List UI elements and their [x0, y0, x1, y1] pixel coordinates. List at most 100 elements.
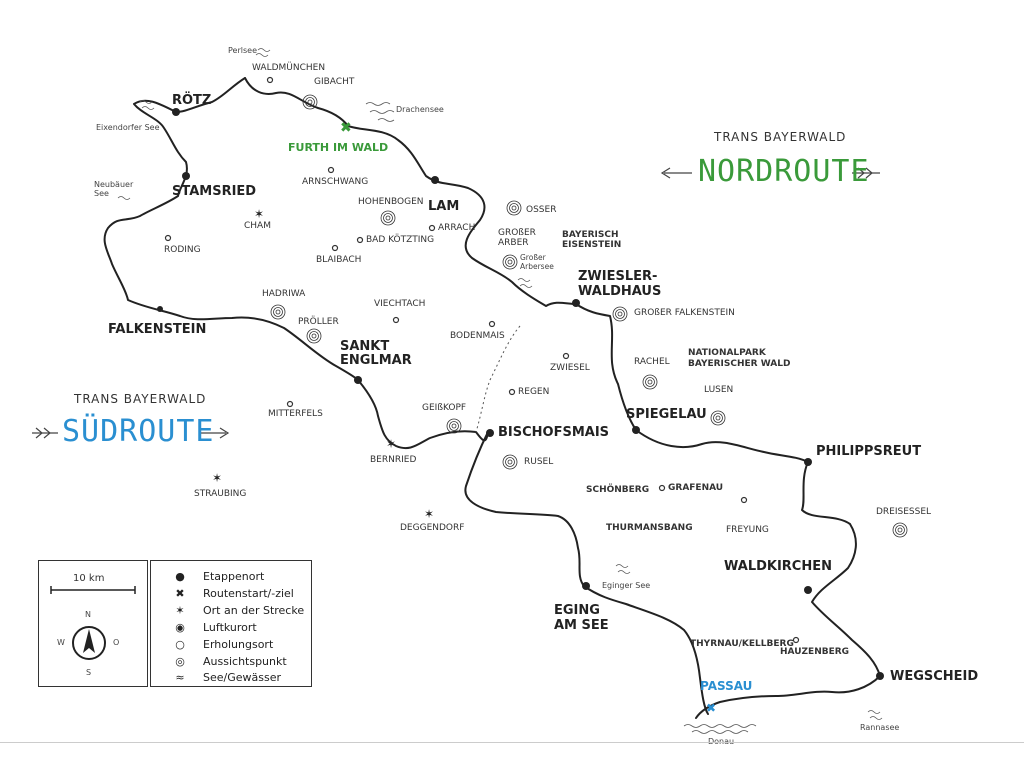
peak-rusel: RUSEL [524, 457, 554, 467]
legend-item: Luftkurort [203, 621, 257, 634]
peak-hadriwa: HADRIWA [262, 289, 306, 299]
nordroute-arrow-icon [660, 167, 880, 179]
scale-label: 10 km [73, 573, 105, 584]
nordroute-title: TRANS BAYERWALD [714, 130, 847, 144]
lake-eixendorfer: Eixendorfer See [96, 123, 160, 132]
lake-rannasee: Rannasee [860, 723, 900, 732]
town-waldmuenchen: WALDMÜNCHEN [252, 63, 326, 73]
peak-lusen: LUSEN [704, 385, 734, 395]
town-bodenmais: BODENMAIS [450, 331, 505, 341]
border-dotted-line [475, 325, 521, 433]
stage-spiegelau: SPIEGELAU [626, 407, 707, 422]
north-route-line-west [103, 77, 359, 381]
peak-geisskopf: GEIßKOPF [422, 403, 467, 413]
legend-item: See/Gewässer [203, 671, 282, 684]
peak-osser: OSSER [526, 205, 557, 215]
town-schoenberg: SCHÖNBERG [586, 485, 650, 495]
nordroute-name: NORDROUTE [698, 154, 870, 189]
suedroute-arrow-icon [32, 427, 230, 439]
legend-item: Erholungsort [203, 638, 274, 651]
erholungsort-icon: ○ [175, 638, 185, 651]
stage-roetz: RÖTZ [172, 93, 212, 108]
peak-grosser-falkenstein: GROßER FALKENSTEIN [634, 308, 735, 318]
town-roding: RODING [164, 245, 201, 255]
town-markers [164, 76, 800, 644]
compass-w: W [57, 638, 65, 647]
passau-end-cross-icon: ✖ [706, 701, 716, 715]
stage-wegscheid: WEGSCHEID [890, 669, 979, 684]
stage-sankt-englmar: SANKT ENGLMAR [340, 339, 412, 369]
town-regen: REGEN [518, 387, 550, 397]
scale-compass-box: 10 km N S W O [38, 560, 148, 687]
town-straubing: STRAUBING [194, 489, 247, 499]
peak-dreisessel: DREISESSEL [876, 507, 932, 517]
town-bernried: BERNRIED [370, 455, 417, 465]
scale-bar [50, 586, 136, 594]
compass-icon [72, 626, 106, 660]
legend-item: Routenstart/-ziel [203, 587, 294, 600]
stage-town-markers [157, 108, 884, 680]
town-zwiesel: ZWIESEL [550, 363, 590, 373]
town-mitterfels: MITTERFELS [268, 409, 323, 419]
legend-item: Etappenort [203, 570, 265, 583]
svg-text:✶: ✶ [212, 471, 222, 485]
stage-falkenstein: FALKENSTEIN [108, 322, 207, 337]
place-star-markers: ✶ ✶ ✶ ✶ [212, 207, 434, 521]
legend-box: ● Etappenort ✖ Routenstart/-ziel ✶ Ort a… [150, 560, 312, 687]
town-cham: CHAM [244, 221, 271, 231]
legend-item: Aussichtspunkt [203, 655, 287, 668]
svg-text:✶: ✶ [424, 507, 434, 521]
stage-eging: EGING AM SEE [554, 603, 609, 633]
north-route-line [244, 77, 881, 719]
suedroute-title: TRANS BAYERWALD [74, 392, 207, 406]
lake-eginger: Eginger See [602, 581, 651, 590]
compass-s: S [86, 668, 92, 677]
svg-text:✶: ✶ [386, 437, 396, 451]
lake-neubaeuer: Neubäuer See [94, 180, 134, 199]
stage-lam: LAM [428, 199, 460, 214]
svg-text:✶: ✶ [254, 207, 264, 221]
aussichtspunkt-icon: ◎ [175, 655, 185, 668]
peak-markers [270, 94, 908, 538]
compass-n: N [85, 610, 91, 619]
compass-o: O [113, 638, 120, 647]
furth-start-cross-icon: ✖ [340, 120, 352, 136]
see-icon: ≈ [175, 671, 185, 684]
start-furth: FURTH IM WALD [288, 141, 389, 154]
luftkurort-icon: ◉ [175, 621, 185, 634]
town-deggendorf: DEGGENDORF [400, 523, 465, 533]
stage-zwiesler-waldhaus: ZWIESLER- WALDHAUS [578, 269, 662, 299]
town-thurmansbang: THURMANSBANG [606, 523, 693, 533]
peak-hohenbogen: HOHENBOGEN [358, 197, 424, 207]
ort-star-icon: ✶ [175, 604, 185, 617]
town-grafenau: GRAFENAU [668, 483, 724, 493]
route-start-cross-icon: ✖ [175, 587, 185, 600]
end-passau: PASSAU [700, 679, 753, 693]
lake-arbersee: Großer Arbersee [520, 253, 554, 271]
town-arrach: ARRACH [438, 223, 476, 233]
town-bayerisch-eisenstein: BAYERISCH EISENSTEIN [562, 230, 622, 251]
peak-rachel: RACHEL [634, 357, 670, 367]
stage-philippsreut: PHILIPPSREUT [816, 444, 922, 459]
town-bad-koetzting: BAD KÖTZTING [366, 235, 435, 245]
bottom-divider [0, 742, 1024, 743]
town-blaibach: BLAIBACH [316, 255, 362, 265]
town-arnschwang: ARNSCHWANG [302, 177, 369, 187]
stage-bischofsmais: BISCHOFSMAIS [498, 425, 610, 440]
lake-perlsee: Perlsee [228, 46, 257, 55]
legend-item: Ort an der Strecke [203, 604, 305, 617]
town-hauzenberg: HAUZENBERG [780, 647, 850, 657]
town-thyrnau: THYRNAU/KELLBERG [690, 639, 794, 649]
stage-waldkirchen: WALDKIRCHEN [724, 559, 832, 574]
peak-proller: PRÖLLER [298, 317, 339, 327]
south-route-line [357, 379, 709, 715]
suedroute-name: SÜDROUTE [62, 414, 215, 449]
peak-gibacht: GIBACHT [314, 77, 355, 87]
lake-markers [117, 48, 883, 734]
town-nationalpark: NATIONALPARK BAYERISCHER WALD [688, 348, 791, 369]
etappenort-dot-icon: ● [175, 570, 185, 583]
lake-drachensee: Drachensee [396, 105, 444, 114]
stage-stamsried: STAMSRIED [172, 184, 257, 199]
lake-donau: Donau [708, 738, 734, 746]
